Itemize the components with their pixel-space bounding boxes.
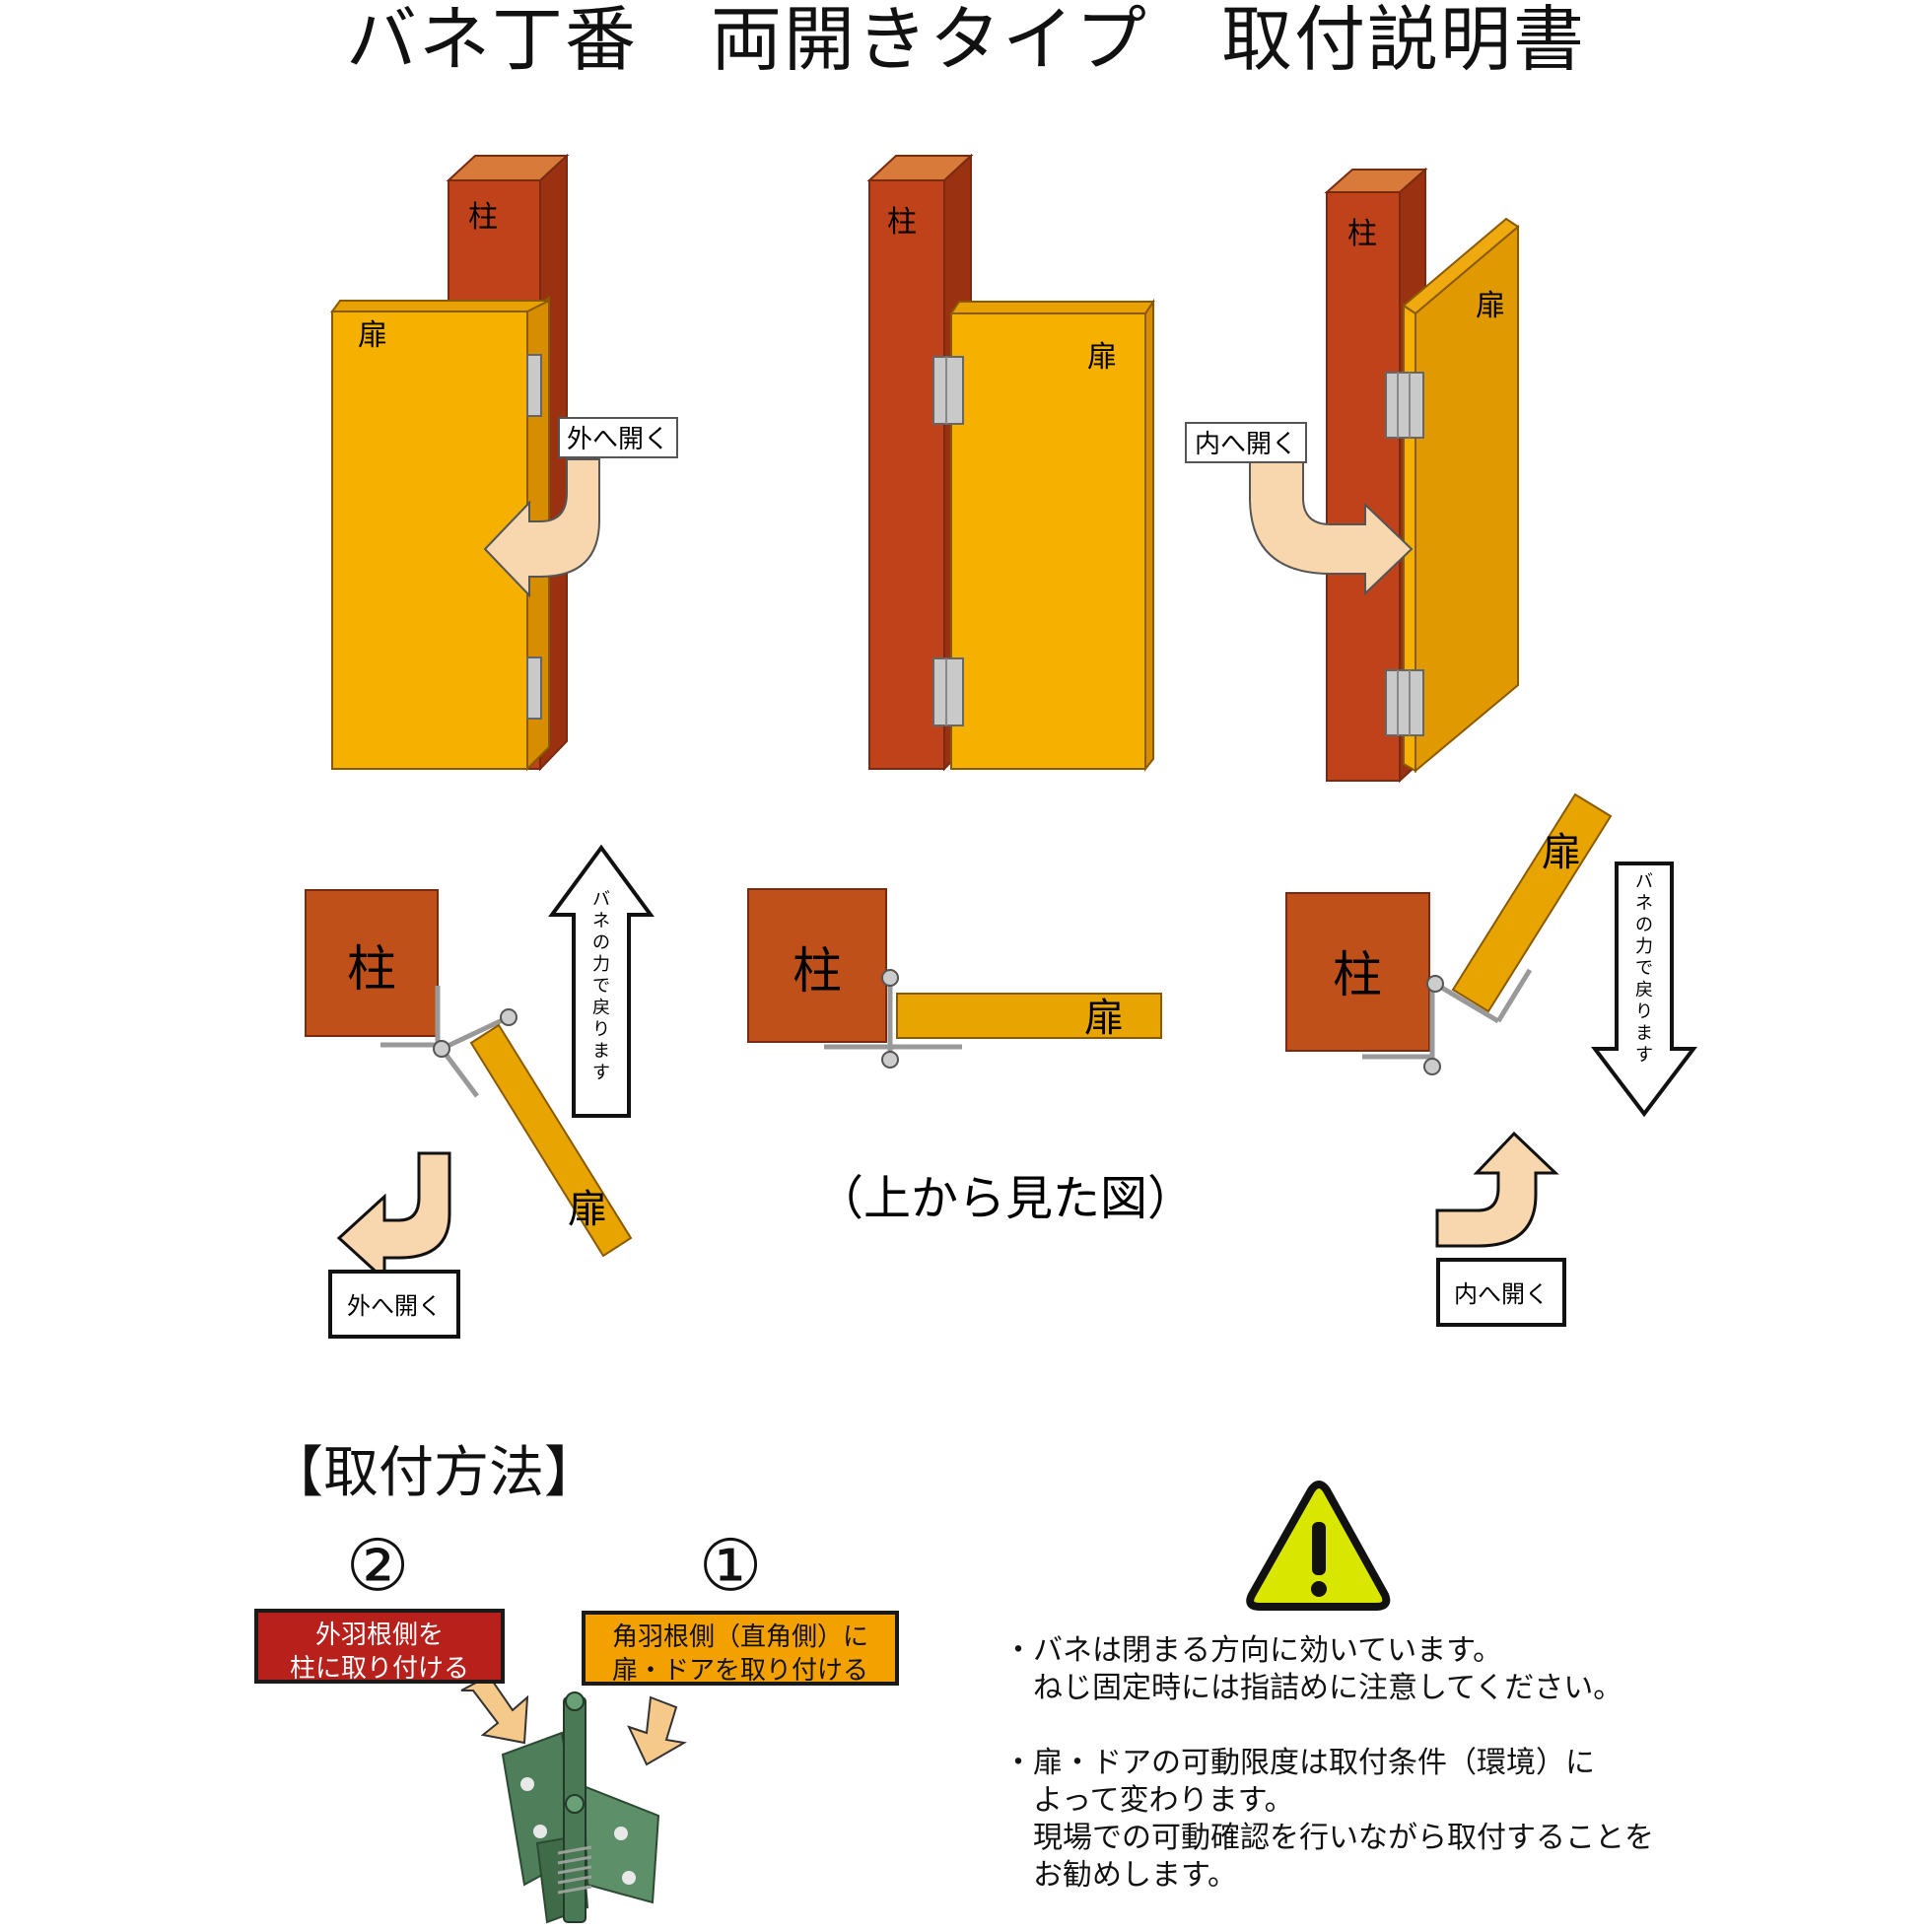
step-1-number: ① [698,1524,763,1607]
pillar-label: 柱 [1347,217,1377,251]
spring-return-label: バネの力で戻ります [592,889,610,1083]
step-2-line-2: 柱に取り付ける [289,1654,469,1684]
step-2-box: 外羽根側を 柱に取り付ける [254,1609,505,1684]
open-inward-label: 内へ開く [1454,1280,1549,1308]
pillar-label: 柱 [887,205,917,240]
pillar-label: 柱 [1333,946,1382,1003]
curved-arrow-icon [336,1151,451,1283]
open-inward-label: 内へ開く [1195,430,1297,459]
curved-arrow-icon [1249,456,1414,596]
down-arrow-icon [1590,862,1698,1118]
door-3d-closed: 柱 扉 [866,153,1155,772]
hinge-icon [526,656,542,720]
curved-arrow-icon [483,458,600,598]
pillar-label: 柱 [347,940,396,998]
step-1-line-1: 角羽根側（直角側）に [611,1622,868,1652]
door-label: 扉 [568,1187,607,1232]
step-1-line-2: 扉・ドアを取り付ける [611,1656,868,1686]
page-title: バネ丁番 両開きタイプ 取付説明書 [345,0,1586,81]
spring-return-label: バネの力で戻ります [1635,871,1653,1066]
door-3d-outward: 柱 扉 外へ開く [330,153,678,772]
pillar-label: 柱 [793,942,842,1000]
step-2-number: ② [345,1524,410,1607]
top-view-caption: （上から見た図） [816,1171,1195,1226]
top-view-outward: 柱 扉 バネの力で戻ります 外へ開く [305,844,655,1339]
door-3d-inward: 柱 扉 内へ開く [1185,167,1520,784]
hinge-icon [932,657,964,726]
pillar-label: 柱 [468,200,498,235]
door-label: 扉 [1542,830,1581,875]
warning-triangle-icon [1246,1481,1391,1611]
top-view-inward: 柱 扉 バネの力で戻ります 内へ開く [1285,793,1698,1327]
hinge-icon [1385,669,1424,736]
warning-note-2: ・扉・ドアの可動限度は取付条件（環境）に よって変わります。 現場での可動確認を… [1003,1746,1654,1893]
door-label: 扉 [358,318,387,353]
hinge-icon [932,356,964,425]
hinge-icon [1385,372,1424,439]
open-outward-label: 外へ開く [347,1292,442,1320]
curved-arrow-icon [1435,1131,1559,1248]
howto-title: 【取付方法】 [268,1441,599,1505]
pointer-arrow-icon [627,1695,687,1766]
top-view-closed: 柱 扉 [747,888,1162,1069]
hinge-icon [526,354,542,417]
door-label: 扉 [1084,996,1124,1041]
door-label: 扉 [1476,289,1505,323]
warning-note-1: ・バネは閉まる方向に効いています。 ねじ固定時には指詰めに注意してください。 [1003,1633,1623,1705]
pointer-arrow-icon [460,1674,529,1745]
step-2-line-1: 外羽根側を [314,1621,444,1650]
door-label: 扉 [1087,340,1117,375]
open-outward-label: 外へ開く [567,425,669,454]
hinge-photo [460,1674,687,1924]
step-1-box: 角羽根側（直角側）に 扉・ドアを取り付ける [582,1611,899,1686]
up-arrow-icon [548,844,655,1118]
